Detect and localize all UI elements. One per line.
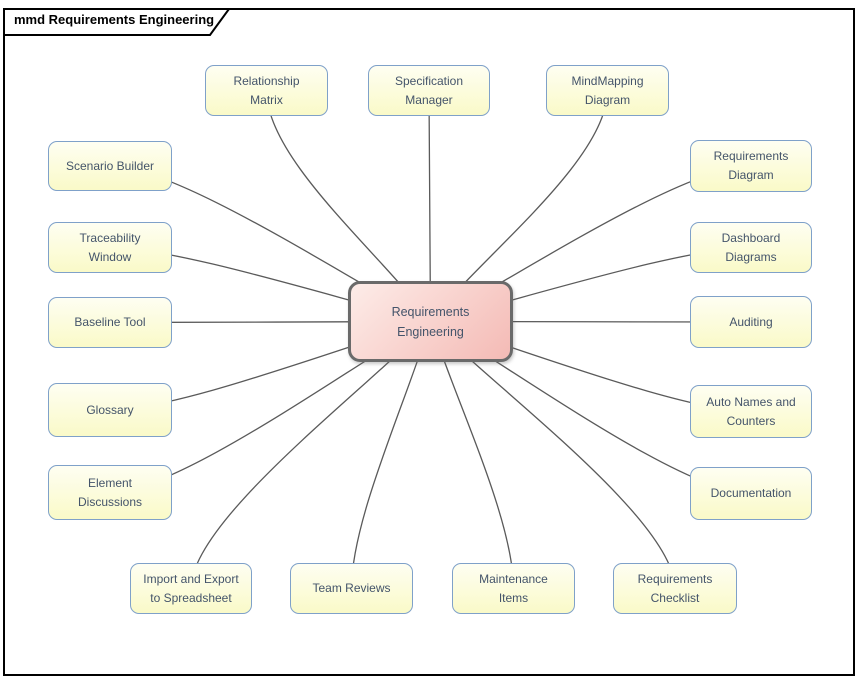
mindmap-node-traceability-window[interactable]: Traceability Window (48, 222, 172, 273)
mindmap-node-import-export-spreadsheet[interactable]: Import and Export to Spreadsheet (130, 563, 252, 614)
mindmap-node-glossary[interactable]: Glossary (48, 383, 172, 437)
mindmap-node-auto-names-and-counters[interactable]: Auto Names and Counters (690, 385, 812, 438)
mindmap-node-documentation[interactable]: Documentation (690, 467, 812, 520)
mindmap-node-requirements-diagram[interactable]: Requirements Diagram (690, 140, 812, 192)
mindmap-node-scenario-builder[interactable]: Scenario Builder (48, 141, 172, 191)
frame-title: mmd Requirements Engineering (14, 12, 215, 27)
mindmap-node-maintenance-items[interactable]: Maintenance Items (452, 563, 575, 614)
mindmap-node-relationship-matrix[interactable]: Relationship Matrix (205, 65, 328, 116)
mindmap-node-specification-manager[interactable]: Specification Manager (368, 65, 490, 116)
mindmap-node-baseline-tool[interactable]: Baseline Tool (48, 297, 172, 348)
mindmap-node-auditing[interactable]: Auditing (690, 296, 812, 348)
mindmap-node-dashboard-diagrams[interactable]: Dashboard Diagrams (690, 222, 812, 273)
mindmap-node-mindmapping-diagram[interactable]: MindMapping Diagram (546, 65, 669, 116)
mindmap-node-team-reviews[interactable]: Team Reviews (290, 563, 413, 614)
diagram-frame (3, 8, 855, 676)
mindmap-node-requirements-checklist[interactable]: Requirements Checklist (613, 563, 737, 614)
frame-tab (3, 8, 231, 36)
frame-tab-shape (3, 8, 231, 36)
mindmap-node-element-discussions[interactable]: Element Discussions (48, 465, 172, 520)
mindmap-central-topic-requirements-engineering[interactable]: Requirements Engineering (348, 281, 513, 362)
